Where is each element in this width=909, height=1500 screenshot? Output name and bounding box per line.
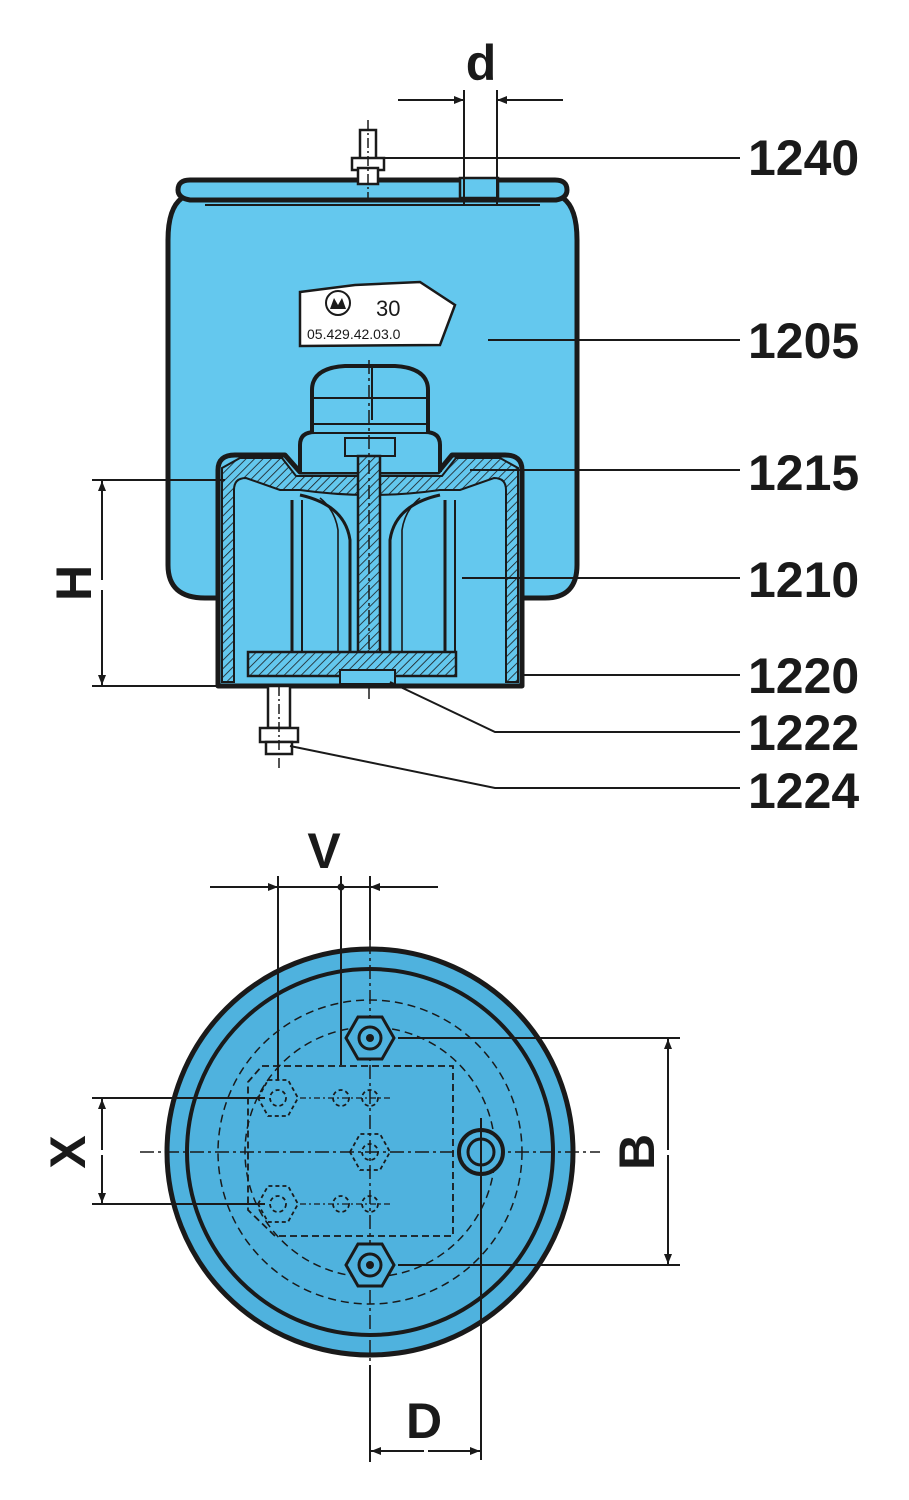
side-view: 30 05.429.42.03.0 d H xyxy=(46,35,859,819)
air-inlet xyxy=(457,1118,505,1460)
air-port xyxy=(458,176,500,200)
tag-number: 30 xyxy=(376,296,400,321)
callout-1205: 1205 xyxy=(748,313,859,369)
label-h: H xyxy=(46,565,102,601)
piston-rim xyxy=(221,457,519,683)
leader-lines xyxy=(289,157,740,789)
mounting-plate-outline xyxy=(247,1065,454,1237)
bottom-stud xyxy=(258,684,300,770)
bellows-tag: 30 05.429.42.03.0 xyxy=(298,280,457,348)
bottom-view: V X B D xyxy=(40,823,680,1462)
top-stud xyxy=(350,120,386,205)
label-x: X xyxy=(40,1135,96,1168)
callout-1215: 1215 xyxy=(748,445,859,501)
hex-nut-bottom xyxy=(344,1242,396,1288)
dimension-v xyxy=(210,876,438,1080)
callout-1240: 1240 xyxy=(748,130,859,186)
tag-part-number: 05.429.42.03.0 xyxy=(307,326,401,342)
hex-nut-top xyxy=(344,1015,396,1061)
dimension-b xyxy=(398,1037,680,1266)
dimension-h xyxy=(92,479,225,687)
label-d-bottom: D xyxy=(406,1393,442,1449)
manufacturer-logo xyxy=(325,290,351,316)
dimension-d-bottom xyxy=(369,1365,480,1462)
callout-1224: 1224 xyxy=(748,763,859,819)
dimension-x xyxy=(92,1097,265,1205)
callout-1210: 1210 xyxy=(748,552,859,608)
label-d: d xyxy=(466,35,497,91)
dimension-d xyxy=(398,90,563,205)
callout-1220: 1220 xyxy=(748,648,859,704)
label-b: B xyxy=(609,1134,665,1170)
callout-1222: 1222 xyxy=(748,705,859,761)
label-v: V xyxy=(307,823,341,879)
